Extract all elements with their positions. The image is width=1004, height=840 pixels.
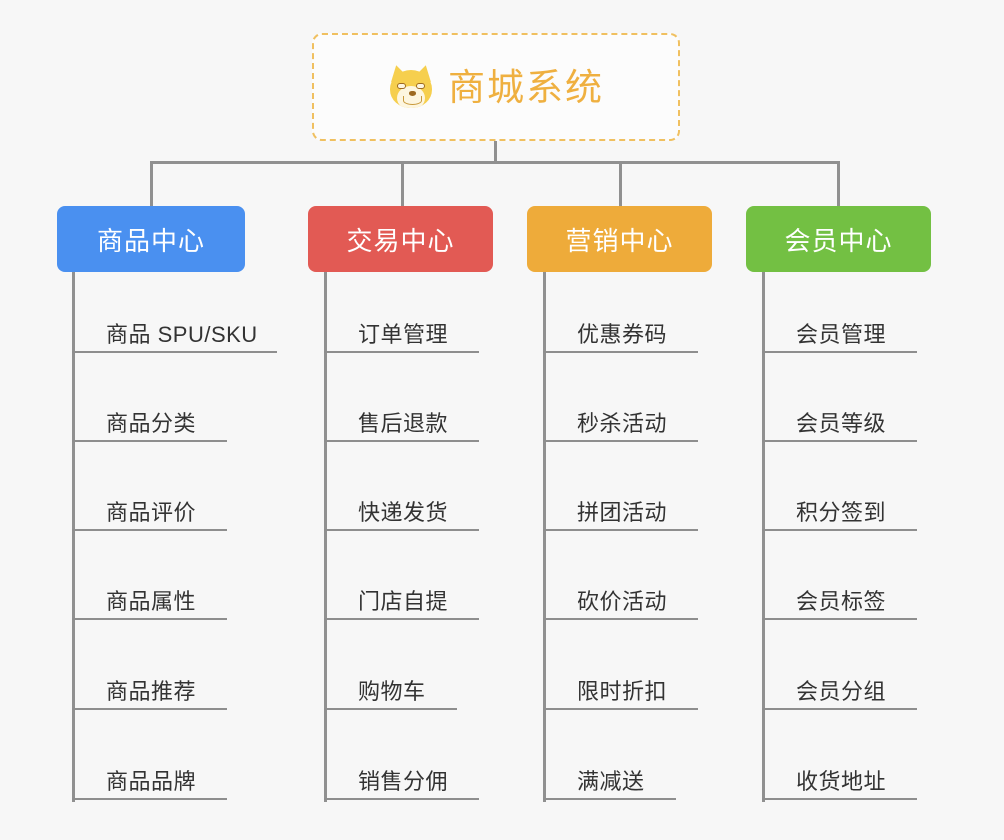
leaf-item[interactable]: 收货地址 xyxy=(762,754,917,800)
leaf-label: 会员等级 xyxy=(796,410,887,436)
category-header-member-center[interactable]: 会员中心 xyxy=(746,206,931,272)
leaf-label: 秒杀活动 xyxy=(577,410,668,436)
leaf-item[interactable]: 商品品牌 xyxy=(72,754,227,800)
leaf-item[interactable]: 快递发货 xyxy=(324,485,479,531)
leaf-label: 购物车 xyxy=(358,678,426,704)
leaf-item[interactable]: 满减送 xyxy=(543,754,676,800)
leaf-label: 会员标签 xyxy=(796,588,887,614)
shiba-dog-face-icon xyxy=(387,63,435,109)
drop-connector-2 xyxy=(401,161,404,208)
leaf-label: 砍价活动 xyxy=(577,588,668,614)
category-header-product-center[interactable]: 商品中心 xyxy=(57,206,245,272)
category-header-marketing-center[interactable]: 营销中心 xyxy=(527,206,712,272)
category-header-trade-center[interactable]: 交易中心 xyxy=(308,206,493,272)
leaf-item[interactable]: 会员等级 xyxy=(762,396,917,442)
category-title: 交易中心 xyxy=(346,225,455,256)
leaf-item[interactable]: 积分签到 xyxy=(762,485,917,531)
leaf-item[interactable]: 优惠券码 xyxy=(543,307,698,353)
leaf-item[interactable]: 会员管理 xyxy=(762,307,917,353)
drop-connector-1 xyxy=(150,161,153,208)
leaf-label: 积分签到 xyxy=(796,499,887,525)
leaf-label: 商品 SPU/SKU xyxy=(106,321,258,347)
root-node[interactable]: 商城系统 xyxy=(312,33,680,141)
branch-spine-product-center xyxy=(72,272,75,802)
leaf-item[interactable]: 商品 SPU/SKU xyxy=(72,307,277,353)
leaf-item[interactable]: 商品属性 xyxy=(72,574,227,620)
leaf-label: 门店自提 xyxy=(358,588,449,614)
leaf-label: 销售分佣 xyxy=(358,768,449,794)
leaf-label: 商品推荐 xyxy=(106,678,197,704)
root-stem-connector xyxy=(494,141,497,164)
leaf-item[interactable]: 拼团活动 xyxy=(543,485,698,531)
branch-spine-marketing-center xyxy=(543,272,546,802)
leaf-label: 商品属性 xyxy=(106,588,197,614)
leaf-item[interactable]: 商品评价 xyxy=(72,485,227,531)
leaf-label: 会员分组 xyxy=(796,678,887,704)
leaf-label: 商品评价 xyxy=(106,499,197,525)
leaf-label: 商品品牌 xyxy=(106,768,197,794)
leaf-item[interactable]: 售后退款 xyxy=(324,396,479,442)
leaf-label: 拼团活动 xyxy=(577,499,668,525)
leaf-item[interactable]: 限时折扣 xyxy=(543,664,698,710)
category-title: 营销中心 xyxy=(565,225,674,256)
leaf-label: 售后退款 xyxy=(358,410,449,436)
leaf-item[interactable]: 秒杀活动 xyxy=(543,396,698,442)
leaf-item[interactable]: 会员分组 xyxy=(762,664,917,710)
leaf-item[interactable]: 购物车 xyxy=(324,664,457,710)
leaf-item[interactable]: 销售分佣 xyxy=(324,754,479,800)
drop-connector-3 xyxy=(619,161,622,208)
leaf-item[interactable]: 门店自提 xyxy=(324,574,479,620)
root-title: 商城系统 xyxy=(448,66,604,108)
leaf-item[interactable]: 商品分类 xyxy=(72,396,227,442)
leaf-label: 快递发货 xyxy=(358,499,449,525)
leaf-label: 订单管理 xyxy=(358,321,449,347)
branch-spine-member-center xyxy=(762,272,765,802)
leaf-item[interactable]: 订单管理 xyxy=(324,307,479,353)
drop-connector-4 xyxy=(837,161,840,208)
leaf-item[interactable]: 砍价活动 xyxy=(543,574,698,620)
leaf-label: 限时折扣 xyxy=(577,678,668,704)
leaf-label: 收货地址 xyxy=(796,768,887,794)
leaf-item[interactable]: 商品推荐 xyxy=(72,664,227,710)
leaf-label: 优惠券码 xyxy=(577,321,668,347)
leaf-label: 满减送 xyxy=(577,768,645,794)
leaf-label: 商品分类 xyxy=(106,410,197,436)
category-title: 会员中心 xyxy=(784,225,893,256)
leaf-item[interactable]: 会员标签 xyxy=(762,574,917,620)
horizontal-bus-connector xyxy=(150,161,840,164)
category-title: 商品中心 xyxy=(96,225,205,256)
leaf-label: 会员管理 xyxy=(796,321,887,347)
branch-spine-trade-center xyxy=(324,272,327,802)
